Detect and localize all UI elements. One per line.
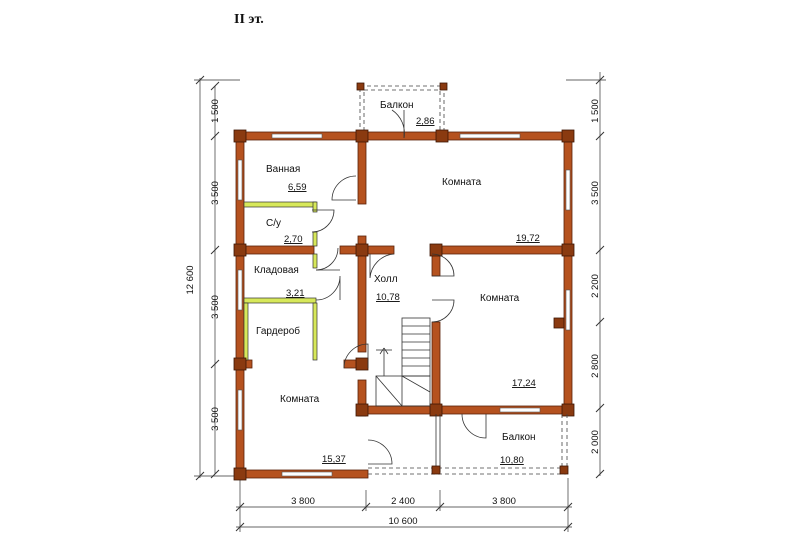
- dim-right-5: 2 000: [590, 430, 601, 454]
- dim-right-2: 3 500: [590, 181, 601, 205]
- left-dimension-line: [194, 75, 240, 481]
- dim-bottom-2: 2 400: [391, 496, 415, 507]
- dim-bottom-total: 10 600: [388, 516, 417, 527]
- room-label-balcony-top: Балкон: [380, 100, 414, 111]
- dim-left-4: 3 500: [210, 407, 221, 431]
- room-label-balcony-bottom: Балкон: [502, 432, 536, 443]
- room-label-room-top-right: Комната: [442, 177, 482, 188]
- dim-right-4: 2 800: [590, 354, 601, 378]
- wall-posts: [233, 129, 575, 481]
- dim-bottom-3: 3 800: [492, 496, 516, 507]
- doors: [311, 109, 487, 465]
- bottom-dimension-line: [235, 478, 573, 532]
- dim-bottom-1: 3 800: [291, 496, 315, 507]
- room-area-room-top-right: 19,72: [516, 233, 540, 244]
- exterior-walls: [235, 131, 573, 479]
- room-area-bathroom: 6,59: [288, 182, 307, 193]
- room-area-balcony-top: 2,86: [416, 116, 435, 127]
- balcony-bottom-outline: [368, 414, 569, 475]
- dim-right-1: 1 500: [590, 99, 601, 123]
- dim-left-3: 3 500: [210, 295, 221, 319]
- partitions: [243, 201, 318, 361]
- room-area-wc: 2,70: [284, 234, 303, 245]
- dim-left-2: 3 500: [210, 181, 221, 205]
- room-label-hall: Холл: [374, 274, 398, 285]
- room-area-storage: 3,21: [286, 288, 305, 299]
- right-dimension-line: [566, 72, 606, 479]
- room-label-room-bottom-left: Комната: [280, 394, 320, 405]
- floor-title: II эт.: [234, 12, 264, 27]
- room-label-room-mid-right: Комната: [480, 293, 520, 304]
- dim-left-1: 1 500: [210, 99, 221, 123]
- room-area-room-mid-right: 17,24: [512, 378, 536, 389]
- dim-left-total: 12 600: [185, 265, 196, 294]
- room-area-balcony-bottom: 10,80: [500, 455, 524, 466]
- room-label-wc: С/у: [266, 218, 281, 229]
- room-label-storage: Кладовая: [254, 265, 299, 276]
- room-area-hall: 10,78: [376, 292, 400, 303]
- dim-right-3: 2 200: [590, 274, 601, 298]
- room-label-bathroom: Ванная: [266, 164, 300, 175]
- room-area-room-bottom-left: 15,37: [322, 454, 346, 465]
- staircase: [375, 317, 431, 407]
- room-label-wardrobe: Гардероб: [256, 325, 300, 337]
